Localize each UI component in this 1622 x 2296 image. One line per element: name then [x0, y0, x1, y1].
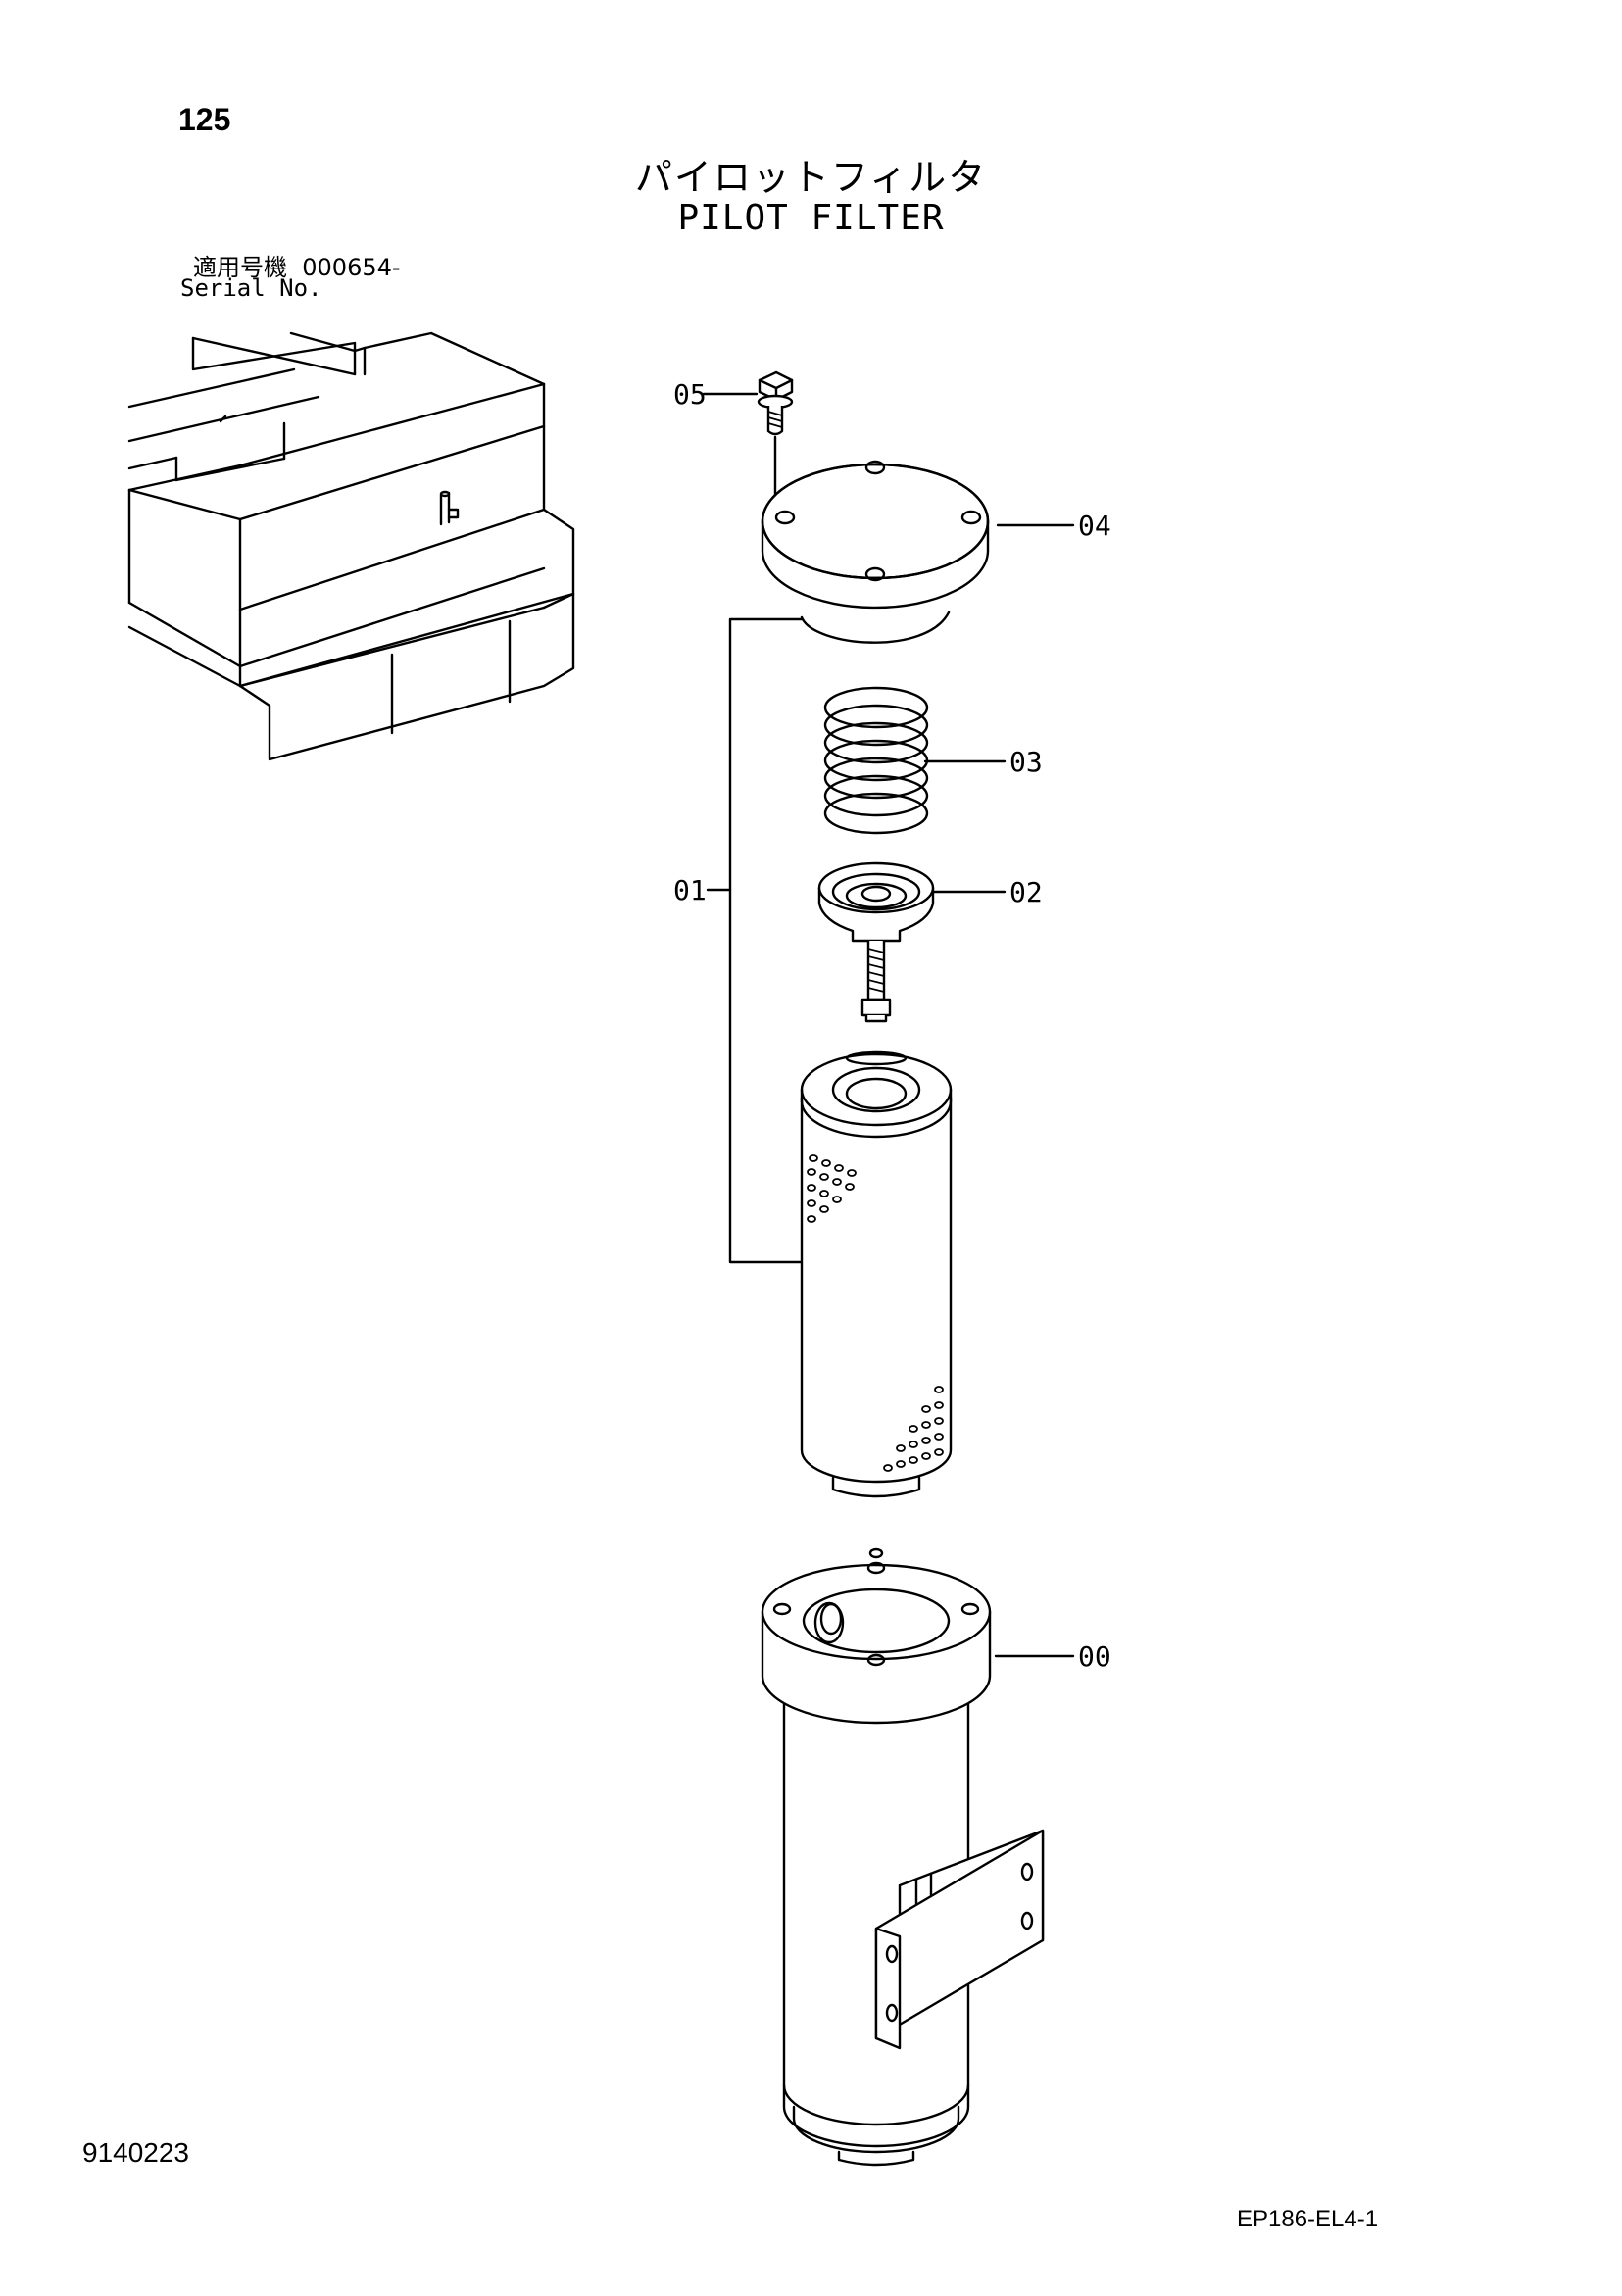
drawing-reference: EP186-EL4-1	[1237, 2206, 1379, 2232]
page-title-english: PILOT FILTER	[677, 198, 945, 238]
document-code: 9140223	[82, 2137, 190, 2168]
callout-02: 02	[1009, 876, 1043, 908]
callout-05: 05	[673, 378, 707, 411]
page-title-japanese: パイロットフィルタ	[634, 156, 988, 199]
part-00-housing	[761, 1547, 1045, 2167]
part-02-valve	[817, 861, 935, 1023]
leader-lines	[702, 392, 1075, 1658]
callout-01: 01	[673, 874, 707, 906]
callout-labels: 05 04 03 02 01 00	[673, 378, 1111, 1673]
perforation-holes-lower	[883, 1386, 944, 1472]
part-03-spring	[823, 686, 929, 835]
callout-00: 00	[1078, 1640, 1111, 1673]
callout-03: 03	[1009, 746, 1043, 778]
serial-label-japanese: 適用号機	[193, 254, 287, 281]
part-05-bolt	[757, 370, 794, 521]
serial-label-english: Serial No.	[180, 274, 322, 302]
serial-applicability: 適用号機 000654-	[193, 248, 401, 282]
part-01-filter-element	[800, 1050, 953, 1498]
page-number: 125	[178, 102, 231, 137]
callout-04: 04	[1078, 510, 1111, 542]
part-04-cover	[761, 460, 990, 644]
perforation-holes-upper	[807, 1154, 857, 1223]
serial-value: 000654-	[302, 254, 401, 281]
location-view	[127, 331, 575, 761]
